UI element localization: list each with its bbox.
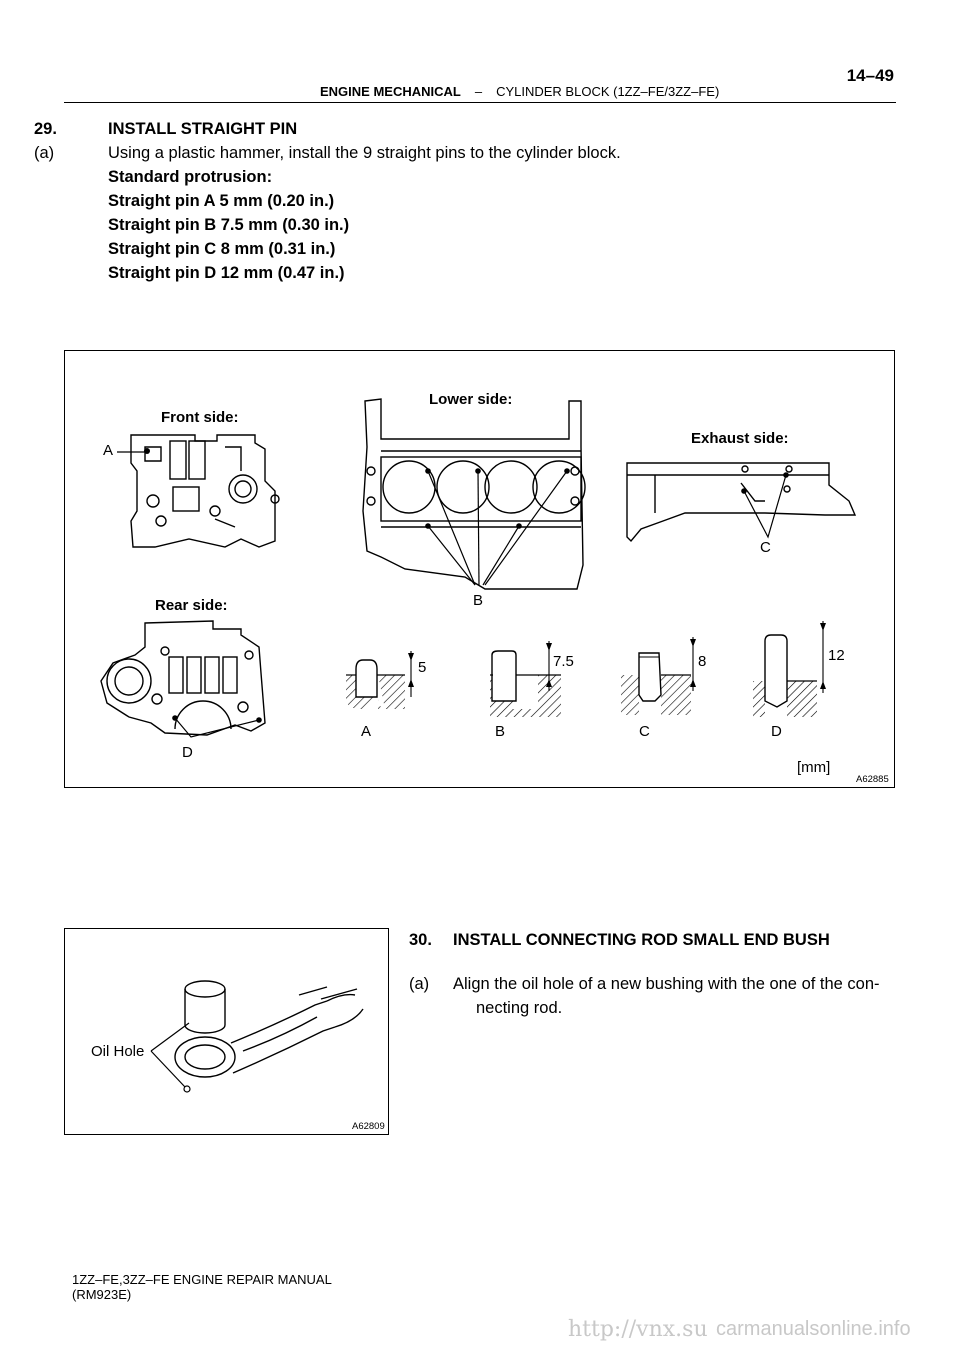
spec-heading: Standard protrusion: bbox=[108, 168, 273, 186]
callout-a: A bbox=[103, 442, 114, 459]
step30-title: INSTALL CONNECTING ROD SMALL END BUSH bbox=[453, 931, 830, 949]
unit-label: [mm] bbox=[797, 759, 831, 776]
footer-manual-code: (RM923E) bbox=[72, 1287, 132, 1302]
page-number: 14–49 bbox=[846, 66, 894, 85]
rear-side-label: Rear side: bbox=[155, 597, 228, 614]
lower-side-block-drawing bbox=[362, 398, 586, 590]
step30-instruction-line1: Align the oil hole of a new bushing with… bbox=[453, 975, 880, 993]
front-side-block-drawing bbox=[130, 434, 280, 548]
callout-b: B bbox=[473, 592, 484, 609]
oil-hole-callout: Oil Hole bbox=[91, 1043, 145, 1060]
pin-c-detail bbox=[621, 637, 696, 715]
pin-d-dimension: 12 bbox=[828, 647, 845, 664]
step30-sub-label: (a) bbox=[409, 975, 430, 993]
straight-pin-illustration bbox=[100, 398, 857, 738]
footer-manual-title: 1ZZ–FE,3ZZ–FE ENGINE REPAIR MANUAL bbox=[72, 1272, 332, 1287]
straight-pin-figure: Front side: Lower side: Exhaust side: Re… bbox=[64, 350, 895, 788]
front-side-label: Front side: bbox=[161, 409, 239, 426]
pin-b-detail bbox=[490, 641, 561, 717]
spec-pin-c: Straight pin C 8 mm (0.31 in.) bbox=[108, 240, 336, 258]
connecting-rod-illustration bbox=[150, 980, 364, 1093]
watermark-link-right[interactable]: carmanualsonline.info bbox=[716, 1318, 911, 1340]
figure1-id: A62885 bbox=[856, 774, 889, 785]
callout-d: D bbox=[182, 744, 193, 761]
spec-pin-d: Straight pin D 12 mm (0.47 in.) bbox=[108, 264, 345, 282]
header-subsection: CYLINDER BLOCK (1ZZ–FE/3ZZ–FE) bbox=[496, 84, 720, 99]
header-section: ENGINE MECHANICAL bbox=[320, 84, 461, 99]
pin-b-label: B bbox=[495, 723, 506, 740]
exhaust-side-label: Exhaust side: bbox=[691, 430, 789, 447]
step29-title: INSTALL STRAIGHT PIN bbox=[108, 120, 298, 138]
spec-pin-b: Straight pin B 7.5 mm (0.30 in.) bbox=[108, 216, 350, 234]
step29-number: 29. bbox=[34, 120, 57, 138]
pin-c-label: C bbox=[639, 723, 650, 740]
header-rule bbox=[64, 102, 896, 103]
pin-c-dimension: 8 bbox=[698, 653, 707, 670]
rear-side-block-drawing bbox=[100, 620, 266, 736]
step29-instruction: Using a plastic hammer, install the 9 st… bbox=[108, 144, 621, 162]
lower-side-label: Lower side: bbox=[429, 391, 513, 408]
figure2-id: A62809 bbox=[352, 1121, 385, 1132]
step30-number: 30. bbox=[409, 931, 432, 949]
manual-footer: 1ZZ–FE,3ZZ–FE ENGINE REPAIR MANUAL (RM92… bbox=[72, 1272, 332, 1302]
step29-sub-label: (a) bbox=[34, 144, 55, 162]
step30-instruction-line2: necting rod. bbox=[476, 999, 563, 1017]
callout-c: C bbox=[760, 539, 771, 556]
pin-d-label: D bbox=[771, 723, 782, 740]
pin-a-label: A bbox=[361, 723, 372, 740]
exhaust-side-block-drawing bbox=[626, 462, 857, 543]
spec-pin-a: Straight pin A 5 mm (0.20 in.) bbox=[108, 192, 335, 210]
pin-d-detail bbox=[753, 621, 826, 717]
small-end-bush-figure: Oil Hole A62809 bbox=[64, 928, 389, 1135]
pin-a-dimension: 5 bbox=[418, 659, 427, 676]
header-separator: – bbox=[474, 84, 483, 99]
pin-a-detail bbox=[346, 651, 414, 709]
pin-a-marker bbox=[144, 448, 150, 454]
watermark-link-left[interactable]: http://vnx.su bbox=[568, 1317, 708, 1342]
running-header: ENGINE MECHANICAL–CYLINDER BLOCK (1ZZ–FE… bbox=[320, 84, 719, 99]
pin-b-dimension: 7.5 bbox=[553, 653, 574, 670]
